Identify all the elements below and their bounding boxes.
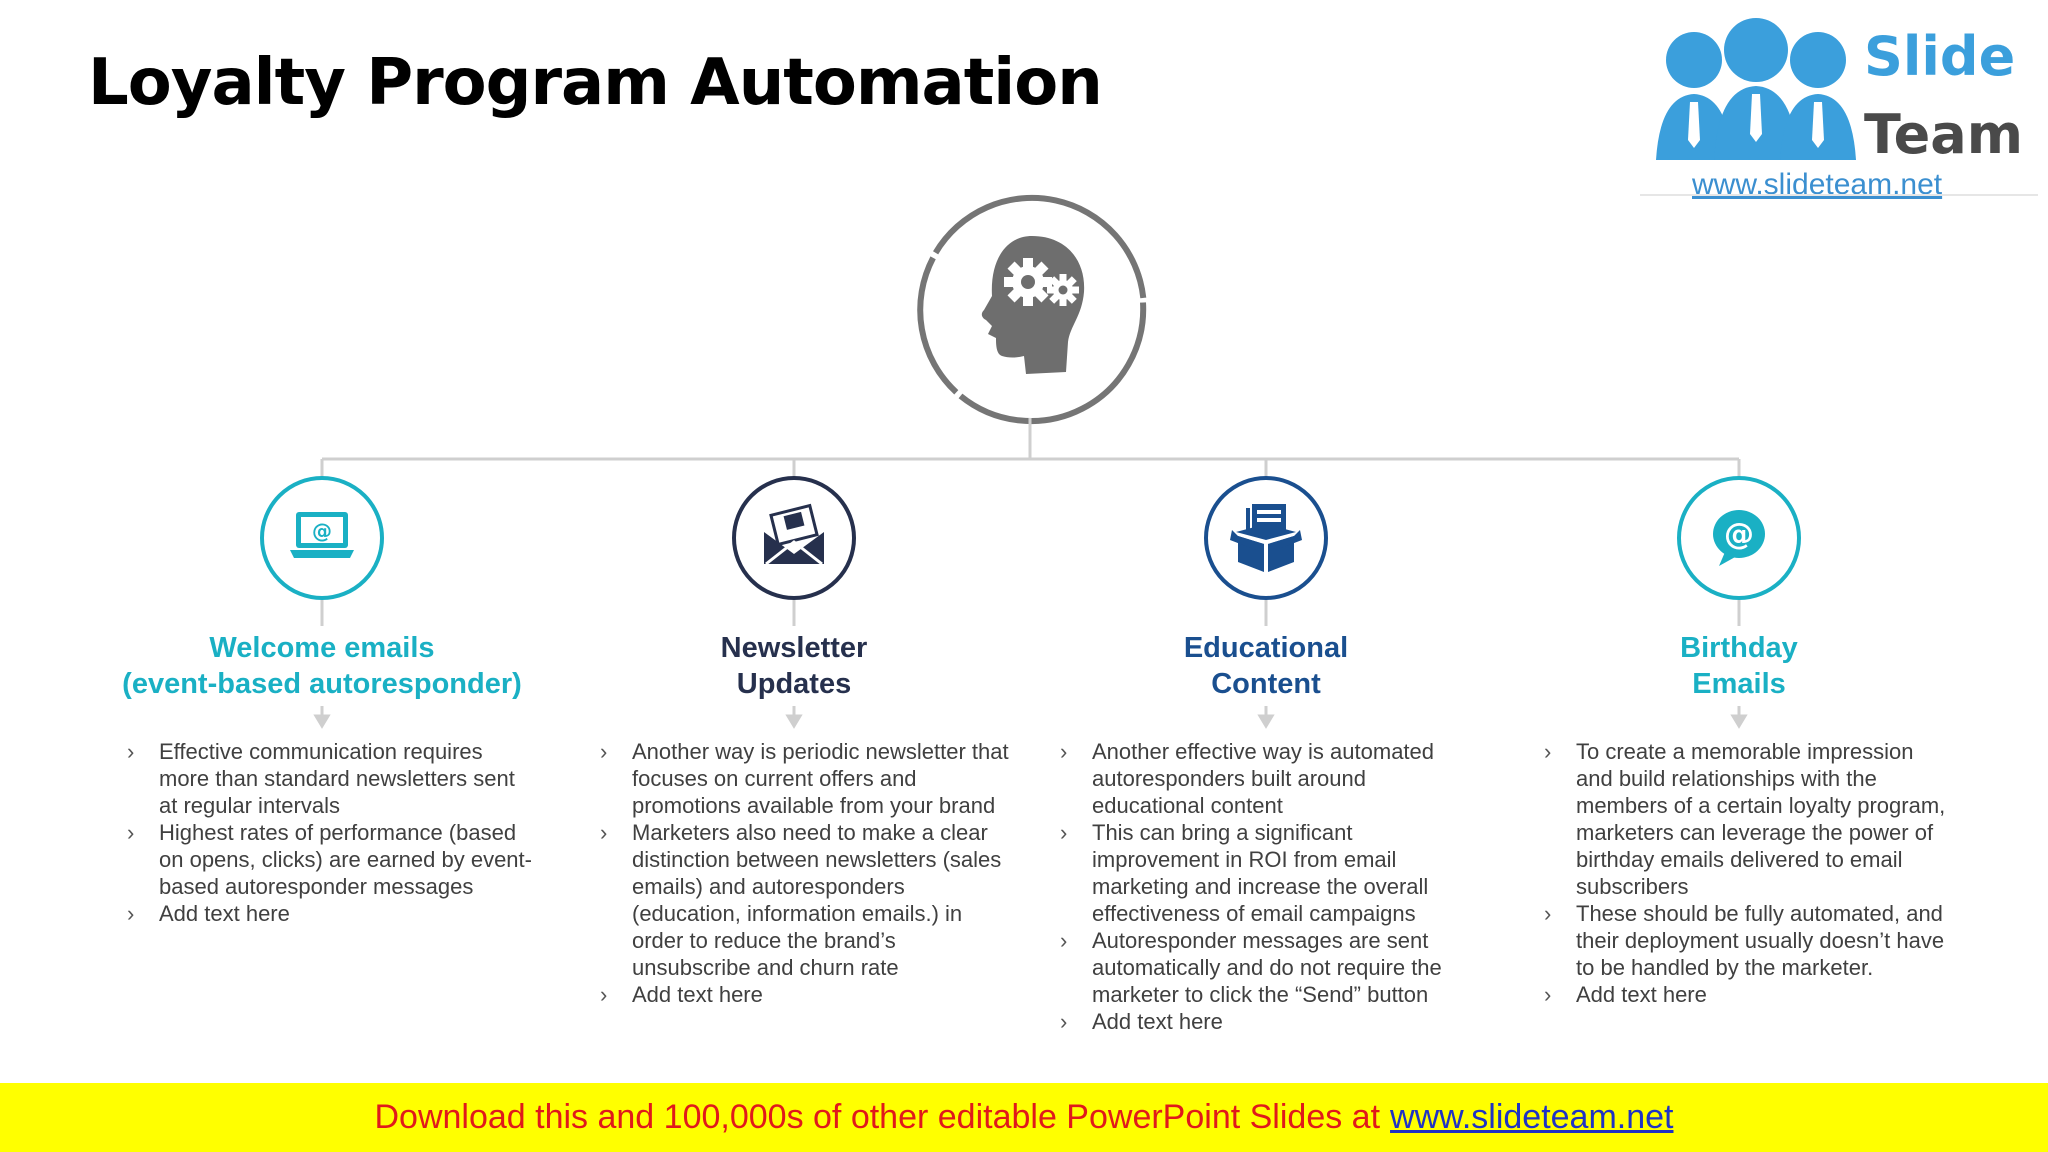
- educational-content-heading: Educational Content: [1183, 632, 1349, 700]
- bullet-item: To create a memorable impression and bui…: [1544, 738, 1954, 900]
- page-title: Loyalty Program Automation: [88, 46, 1103, 120]
- logo-word-team: Team: [1864, 103, 2023, 166]
- bullet-item: These should be fully automated, and the…: [1544, 900, 1954, 981]
- banner-text: Download this and 100,000s of other edit…: [374, 1098, 1381, 1136]
- at-speech-bubble-icon: @: [1713, 510, 1765, 566]
- bullet-item: Autoresponder messages are sent automati…: [1060, 927, 1470, 1008]
- people-icon: [1656, 18, 1856, 160]
- bullet-item: Highest rates of performance (based on o…: [127, 819, 537, 900]
- educational-content-bullets: Another effective way is automated autor…: [1060, 738, 1470, 1035]
- svg-text:@: @: [312, 519, 332, 543]
- educational-content-icon-circle: [1204, 476, 1328, 600]
- logo-divider: [1640, 194, 2038, 196]
- welcome-emails-icon-circle: @: [260, 476, 384, 600]
- bullet-item: Add text here: [1060, 1008, 1470, 1035]
- newsletter-updates-bullets: Another way is periodic newsletter that …: [600, 738, 1010, 1008]
- bullet-item: Add text here: [600, 981, 1010, 1008]
- svg-text:@: @: [1724, 517, 1754, 552]
- laptop-email-icon: @: [290, 512, 354, 558]
- bullet-item: Another way is periodic newsletter that …: [600, 738, 1010, 819]
- bullet-item: Another effective way is automated autor…: [1060, 738, 1470, 819]
- birthday-emails-icon-circle: @: [1677, 476, 1801, 600]
- welcome-emails-bullets: Effective communication requires more th…: [127, 738, 537, 927]
- bullet-item: Effective communication requires more th…: [127, 738, 537, 819]
- banner-link[interactable]: www.slideteam.net: [1390, 1098, 1674, 1136]
- birthday-emails-bullets: To create a memorable impression and bui…: [1544, 738, 1954, 1008]
- slideteam-logo[interactable]: Slide Team www.slideteam.net: [1640, 4, 2038, 201]
- bullet-item: Marketers also need to make a clear dist…: [600, 819, 1010, 981]
- logo-word-slide: Slide: [1864, 25, 2016, 88]
- bullet-item: Add text here: [127, 900, 537, 927]
- hub-circle: [917, 194, 1147, 425]
- birthday-emails-heading: Birthday Emails: [1680, 632, 1798, 700]
- bullet-item: This can bring a significant improvement…: [1060, 819, 1470, 927]
- content-box-icon: [1230, 504, 1302, 572]
- newsletter-updates-heading: Newsletter Updates: [720, 632, 868, 700]
- bullet-item: Add text here: [1544, 981, 1954, 1008]
- envelope-icon: [764, 503, 824, 566]
- welcome-emails-heading: Welcome emails (event-based autoresponde…: [122, 632, 522, 700]
- newsletter-updates-icon-circle: [732, 476, 856, 600]
- head-with-gears-icon: [981, 236, 1085, 374]
- download-banner: Download this and 100,000s of other edit…: [0, 1083, 2048, 1152]
